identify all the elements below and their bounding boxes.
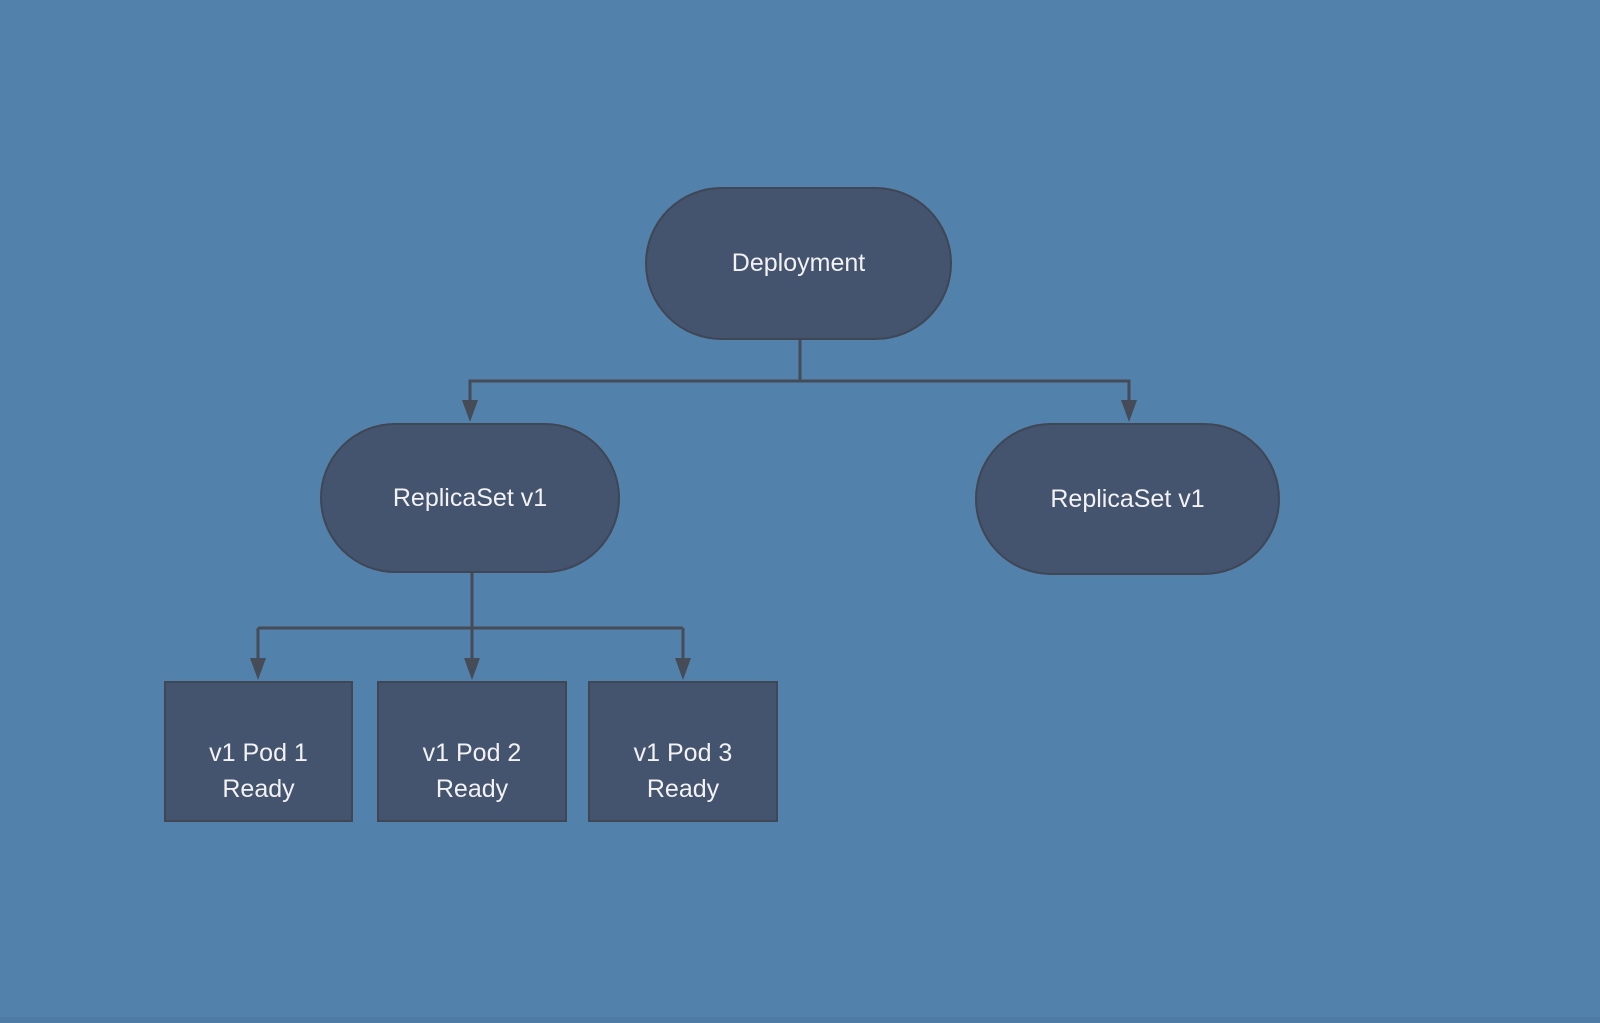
node-deployment-label: Deployment: [731, 249, 866, 277]
node-pod-1[interactable]: v1 Pod 1 Ready: [164, 681, 353, 822]
node-deployment[interactable]: Deployment: [645, 187, 952, 340]
arrowhead-down-icon: [1121, 400, 1137, 422]
node-pod-2-status: Ready: [435, 775, 509, 803]
node-replicaset-v1-left[interactable]: ReplicaSet v1: [320, 423, 620, 573]
node-pod-3-label: v1 Pod 3: [633, 739, 733, 767]
node-replicaset-left-label: ReplicaSet v1: [392, 483, 548, 512]
arrowhead-down-icon: [462, 400, 478, 422]
edge-replicaset-to-pod-1[interactable]: [250, 628, 266, 680]
node-pod-2[interactable]: v1 Pod 2 Ready: [377, 681, 567, 822]
node-pod-2-label: v1 Pod 2: [422, 739, 522, 767]
edge-replicaset-to-pod-2[interactable]: [464, 628, 480, 680]
edge-deployment-to-replicaset-left[interactable]: [462, 379, 800, 422]
node-replicaset-v1-right[interactable]: ReplicaSet v1: [975, 423, 1280, 575]
edge-replicaset-branch[interactable]: [258, 573, 683, 630]
node-pod-1-label: v1 Pod 1: [209, 739, 308, 767]
canvas-bottom-edge: [0, 1017, 1600, 1023]
edge-deployment-to-replicaset-right[interactable]: [800, 379, 1137, 422]
node-pod-3-status: Ready: [646, 775, 720, 803]
node-pod-1-status: Ready: [222, 775, 295, 803]
node-pod-3[interactable]: v1 Pod 3 Ready: [588, 681, 778, 822]
arrowhead-down-icon: [675, 658, 691, 680]
node-replicaset-right-label: ReplicaSet v1: [1050, 484, 1205, 513]
arrowhead-down-icon: [464, 658, 480, 680]
arrowhead-down-icon: [250, 658, 266, 680]
edge-replicaset-to-pod-3[interactable]: [675, 628, 691, 680]
